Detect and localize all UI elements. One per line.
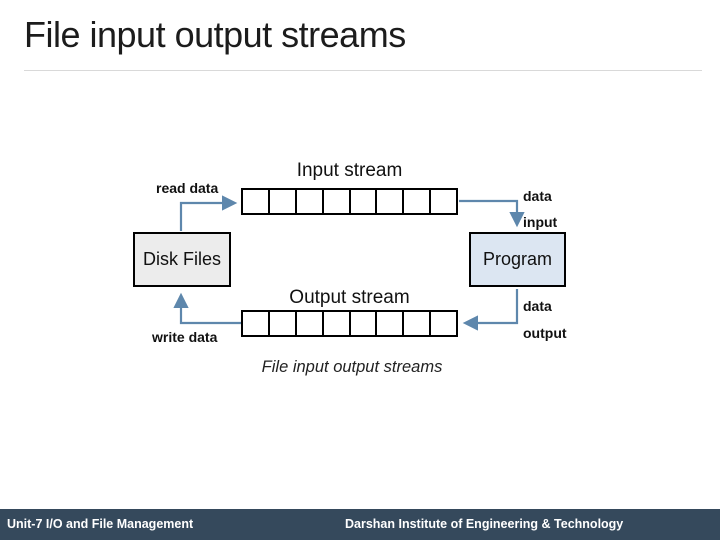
- stream-cell: [431, 312, 456, 335]
- stream-cell: [404, 190, 432, 213]
- footer-bar: Unit-7 I/O and File Management Darshan I…: [0, 509, 720, 540]
- label-data-input-line2: input: [523, 214, 558, 230]
- stream-cell: [431, 190, 456, 213]
- program-label: Program: [482, 249, 553, 269]
- label-data-input-line1: data: [523, 188, 552, 204]
- title-divider: [24, 70, 702, 71]
- stream-cell: [243, 190, 270, 213]
- output-stream-strip: [241, 310, 458, 337]
- stream-cell: [351, 190, 378, 213]
- label-data-output: data output: [523, 293, 567, 347]
- arrow-data-output: [462, 289, 519, 331]
- arrow-data-input: [459, 199, 525, 228]
- disk-files-label: Disk Files: [142, 249, 221, 269]
- label-output-stream: Output stream: [289, 287, 410, 308]
- footer-institute-label: Darshan Institute of Engineering & Techn…: [345, 517, 624, 531]
- stream-cell: [270, 190, 297, 213]
- stream-cell: [351, 312, 378, 335]
- stream-cell: [324, 190, 351, 213]
- stream-cell: [404, 312, 432, 335]
- page-title: File input output streams: [24, 14, 406, 55]
- label-data-output-line1: data: [523, 298, 552, 314]
- footer-unit-label: Unit-7 I/O and File Management: [7, 517, 194, 531]
- diagram-caption: File input output streams: [261, 358, 443, 376]
- arrow-read-data: [179, 195, 238, 231]
- stream-cell: [297, 312, 324, 335]
- stream-cell: [377, 190, 405, 213]
- label-write-data: write data: [152, 329, 218, 345]
- stream-cell: [324, 312, 351, 335]
- label-input-stream: Input stream: [296, 160, 403, 181]
- label-data-input: data input: [523, 183, 557, 235]
- program-box: Program: [469, 232, 566, 287]
- arrow-write-data: [173, 292, 242, 325]
- label-data-output-line2: output: [523, 325, 567, 341]
- stream-cell: [270, 312, 297, 335]
- stream-cell: [297, 190, 324, 213]
- stream-cell: [243, 312, 270, 335]
- disk-files-box: Disk Files: [133, 232, 231, 287]
- input-stream-strip: [241, 188, 458, 215]
- label-read-data: read data: [156, 180, 219, 196]
- stream-cell: [377, 312, 405, 335]
